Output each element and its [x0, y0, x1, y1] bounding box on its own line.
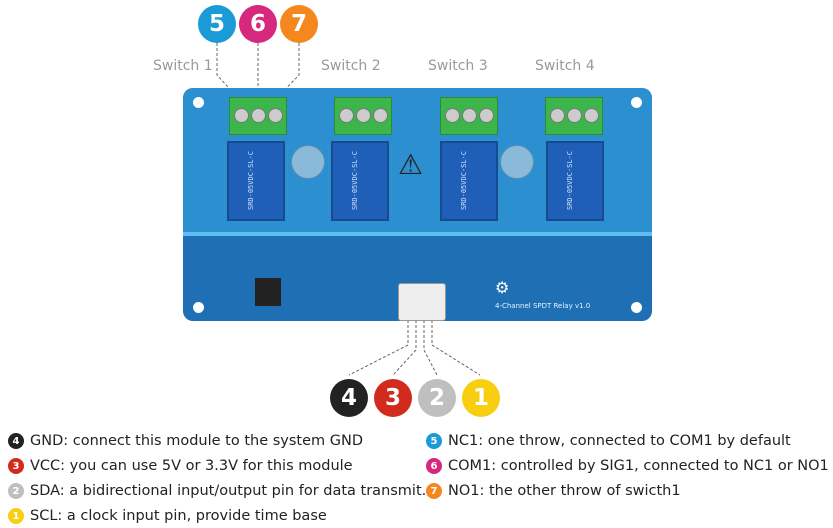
legend-sda: 2 SDA: a bidirectional input/output pin …: [8, 483, 426, 499]
badge-gnd: 4: [330, 379, 368, 417]
relay-2: SRD-05VDC-SL-C: [331, 141, 389, 221]
no-touch-icon: [500, 145, 534, 179]
legend-scl: 1 SCL: a clock input pin, provide time b…: [8, 508, 327, 524]
relay-4: SRD-05VDC-SL-C: [546, 141, 604, 221]
settings-gear-icon: ⚙: [495, 278, 510, 297]
switch-label-4: Switch 4: [535, 58, 595, 74]
badge-com1: 6: [239, 5, 277, 43]
terminal-sw2: [334, 97, 392, 135]
board-label: 4-Channel SPDT Relay v1.0: [495, 302, 591, 310]
badge-sda: 2: [418, 379, 456, 417]
relay-1: SRD-05VDC-SL-C: [227, 141, 285, 221]
legend-com1: 6 COM1: controlled by SIG1, connected to…: [426, 458, 829, 474]
grove-connector: [398, 283, 446, 321]
legend-gnd: 4 GND: connect this module to the system…: [8, 433, 363, 449]
relay-3: SRD-05VDC-SL-C: [440, 141, 498, 221]
legend-no1: 7 NO1: the other throw of swicth1: [426, 483, 681, 499]
switch-label-2: Switch 2: [321, 58, 381, 74]
mount-hole: [193, 302, 204, 313]
badge-nc1: 5: [198, 5, 236, 43]
terminal-sw4: [545, 97, 603, 135]
legend-nc1: 5 NC1: one throw, connected to COM1 by d…: [426, 433, 791, 449]
switch-label-1: Switch 1: [153, 58, 213, 74]
high-voltage-icon: ⚠: [398, 148, 424, 181]
terminal-sw1: [229, 97, 287, 135]
badge-no1: 7: [280, 5, 318, 43]
mount-hole: [631, 97, 642, 108]
mount-hole: [193, 97, 204, 108]
no-touch-icon: [291, 145, 325, 179]
ic-chip: [255, 278, 281, 306]
terminal-sw3: [440, 97, 498, 135]
mount-hole: [631, 302, 642, 313]
switch-label-3: Switch 3: [428, 58, 488, 74]
legend-vcc: 3 VCC: you can use 5V or 3.3V for this m…: [8, 458, 353, 474]
badge-scl: 1: [462, 379, 500, 417]
badge-vcc: 3: [374, 379, 412, 417]
